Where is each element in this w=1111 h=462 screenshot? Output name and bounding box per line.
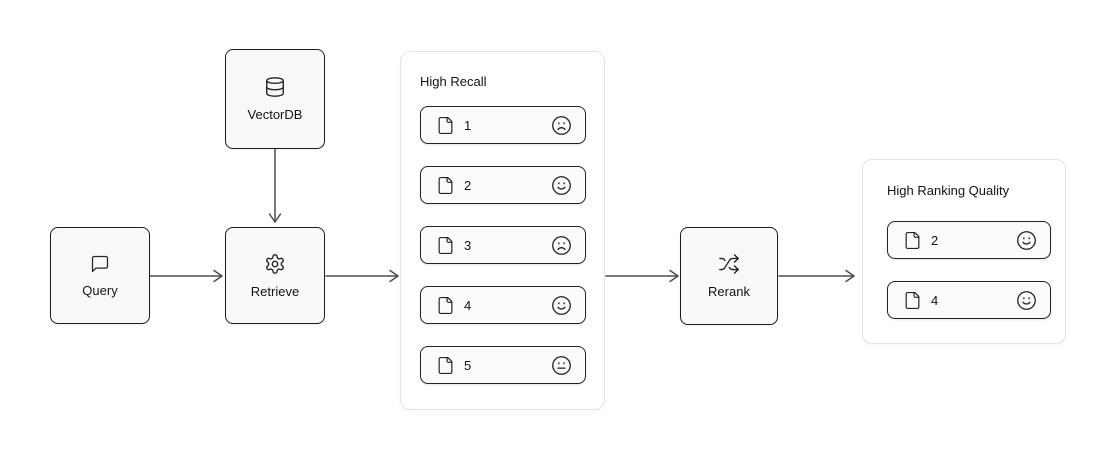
node-retrieve-label: Retrieve <box>250 283 300 299</box>
smile-icon <box>1017 230 1036 250</box>
smile-icon <box>552 295 571 315</box>
file-icon <box>905 291 920 309</box>
doc-number-label: 2 <box>931 232 939 248</box>
doc-number-label: 2 <box>464 177 472 193</box>
node-vectordb-label: VectorDB <box>247 107 303 122</box>
gear-icon <box>266 253 284 274</box>
doc-row: 2 <box>887 221 1051 259</box>
high-recall-title: High Recall <box>420 74 487 89</box>
shuffle-icon <box>719 254 739 274</box>
high-ranking-quality-panel: High Ranking Quality 2 4 <box>862 159 1066 344</box>
doc-number-label: 4 <box>464 297 472 313</box>
doc-number-label: 1 <box>464 117 472 133</box>
doc-row: 4 <box>887 281 1051 319</box>
node-query: Query <box>50 227 150 324</box>
arrow-query-to-retrieve <box>149 269 223 283</box>
node-vectordb: VectorDB <box>225 49 325 149</box>
doc-row: 1 <box>420 106 586 144</box>
doc-row: 5 <box>420 346 586 384</box>
arrow-rerank-to-ranking <box>778 269 855 283</box>
smile-icon <box>1017 290 1036 310</box>
doc-number-label: 5 <box>464 357 472 373</box>
doc-row: 3 <box>420 226 586 264</box>
database-icon <box>266 77 284 97</box>
arrow-recall-to-rerank <box>605 269 679 283</box>
doc-number-label: 4 <box>931 292 939 308</box>
node-query-label: Query <box>82 282 118 298</box>
doc-row: 2 <box>420 166 586 204</box>
node-rerank: Rerank <box>680 227 778 325</box>
frown-icon <box>552 115 571 135</box>
file-icon <box>438 356 453 374</box>
high-recall-panel: High Recall 1 2 <box>400 51 605 410</box>
node-retrieve: Retrieve <box>225 227 325 324</box>
meh-icon <box>552 355 571 375</box>
file-icon <box>438 116 453 134</box>
file-icon <box>438 296 453 314</box>
smile-icon <box>552 175 571 195</box>
file-icon <box>438 176 453 194</box>
doc-number-label: 3 <box>464 237 472 253</box>
file-icon <box>905 231 920 249</box>
node-rerank-label: Rerank <box>708 284 750 299</box>
file-icon <box>438 236 453 254</box>
arrow-retrieve-to-recall <box>325 269 399 283</box>
message-square-icon <box>91 255 109 272</box>
arrow-vectordb-to-retrieve <box>268 148 282 223</box>
high-ranking-quality-title: High Ranking Quality <box>887 183 1010 198</box>
frown-icon <box>552 235 571 255</box>
doc-row: 4 <box>420 286 586 324</box>
